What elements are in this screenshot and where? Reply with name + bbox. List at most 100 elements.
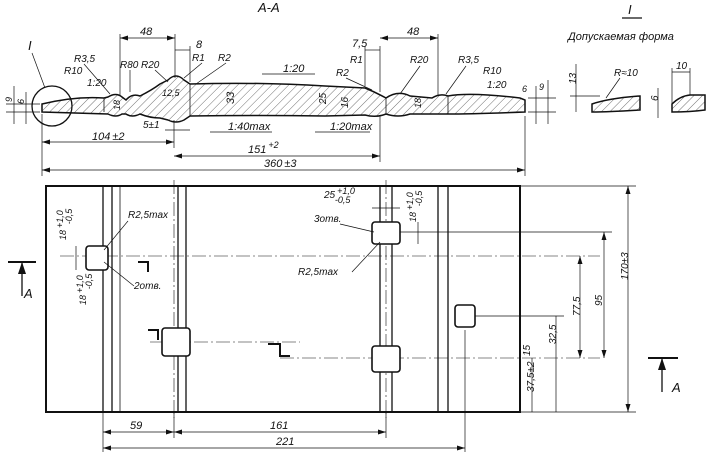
arrow (625, 404, 631, 412)
arrow (42, 139, 50, 145)
hole (371, 221, 401, 245)
dim-25: 25 (318, 92, 329, 105)
leader-line (31, 52, 46, 89)
radius-label: R1 (350, 55, 363, 66)
dim-161: 161 (270, 420, 288, 432)
arrow (380, 35, 388, 41)
dim-9-left: 9 (4, 97, 14, 102)
dim-12-5: 12,5 (162, 88, 181, 98)
hole (371, 345, 401, 373)
arrow (18, 262, 26, 274)
arrow (577, 256, 583, 264)
dim-95: 95 (594, 294, 605, 306)
arrow (625, 186, 631, 194)
arrow (577, 350, 583, 358)
radius-label: R10 (483, 66, 502, 77)
leader-line (339, 223, 375, 233)
dim-151: 151+2 (248, 140, 279, 156)
slope-label: 1:20 (87, 78, 107, 89)
detail-dim-10: 10 (676, 61, 688, 72)
radius-label: R2 (336, 68, 349, 79)
section-mark-right: A (671, 380, 681, 395)
arrow (42, 167, 50, 173)
radius-label: R3,5 (458, 55, 480, 66)
arrow (517, 167, 525, 173)
dim-18-left-b: 18+1,0-0,5 (75, 273, 94, 305)
radius-label: R1 (192, 53, 205, 64)
cut-mark (148, 330, 158, 346)
dim-6-left: 6 (16, 99, 26, 104)
arrow (457, 445, 465, 451)
arrow (378, 429, 386, 435)
dim-16: 16 (340, 96, 351, 108)
arrow (103, 429, 111, 435)
dim-221: 221 (275, 436, 294, 448)
radius-label: R20 (141, 60, 160, 71)
plan-view: A A R2,5max 2отв. 3отв. R2,5max 25+1,0-0… (8, 180, 681, 452)
slope-label: 1:20max (330, 121, 373, 133)
detail-dim-13: 13 (568, 72, 579, 84)
dim-33: 33 (225, 91, 237, 104)
arrow (430, 35, 438, 41)
note-holes-left: 2отв. (133, 281, 161, 292)
dim-48-right: 48 (407, 26, 420, 38)
dim-8: 8 (196, 39, 203, 51)
detail-profile-left (591, 95, 641, 113)
detail-circle (31, 85, 73, 127)
dim-7-5: 7,5 (352, 38, 368, 50)
dim-5: 5±1 (143, 120, 160, 131)
dim-360: 360±3 (264, 158, 297, 170)
arrow (174, 429, 182, 435)
detail-dim-6: 6 (650, 95, 661, 101)
slope-label: 1:20 (283, 63, 305, 75)
radius-label: R10 (64, 66, 83, 77)
arrow (601, 350, 607, 358)
slope-label: 1:20 (487, 80, 507, 91)
dim-25-top: 25+1,0-0,5 (323, 186, 355, 205)
leader-line (351, 241, 381, 273)
hole (454, 304, 476, 328)
dim-18-right: 18+1,0-0,5 (405, 190, 424, 222)
dim-77-5: 77,5 (572, 296, 583, 316)
detail-view: I Допускаемая форма 13 R≈10 10 6 (566, 2, 706, 118)
note-r25-left: R2,5max (128, 210, 169, 221)
dim-37-5: 37,5±2 (526, 361, 537, 392)
dim-104: 104±2 (92, 131, 125, 143)
detail-label: I (628, 2, 632, 17)
dim-59: 59 (130, 420, 142, 432)
arrow (120, 35, 128, 41)
arrow (103, 445, 111, 451)
leader-line (345, 77, 373, 91)
leader-line (103, 261, 135, 287)
leader-line (103, 220, 129, 251)
dim-6-right: 6 (522, 84, 527, 94)
detail-radius: R≈10 (614, 68, 638, 79)
arrow (174, 153, 182, 159)
dim-18-left-a: 18+1,0-0,5 (55, 208, 74, 240)
leader-line (445, 65, 467, 95)
leader-line (605, 77, 621, 99)
note-holes-right: 3отв. (314, 214, 341, 225)
leader-line (83, 63, 111, 95)
arrow (601, 232, 607, 240)
section-view: A-A I 48 8 7,5 48 R3,5 R10 R80 R (4, 0, 556, 176)
plate-outline (45, 185, 521, 413)
slope-label: 1:40max (228, 121, 271, 133)
detail-caption: Допускаемая форма (566, 31, 674, 43)
note-r25-right: R2,5max (298, 267, 339, 278)
dim-32-5: 32,5 (548, 324, 559, 344)
arrow (658, 358, 666, 370)
leader-line (183, 62, 203, 79)
dim-18-left: 18 (112, 100, 122, 110)
hole (85, 245, 109, 271)
radius-label: R2 (218, 53, 231, 64)
hole (161, 327, 191, 357)
radius-label: R80 (120, 60, 139, 71)
cut-mark (138, 261, 149, 272)
section-profile (41, 75, 526, 123)
cut-mark (268, 343, 290, 357)
section-mark-left: A (23, 286, 33, 301)
arrow (166, 429, 174, 435)
dim-15: 15 (522, 344, 533, 356)
